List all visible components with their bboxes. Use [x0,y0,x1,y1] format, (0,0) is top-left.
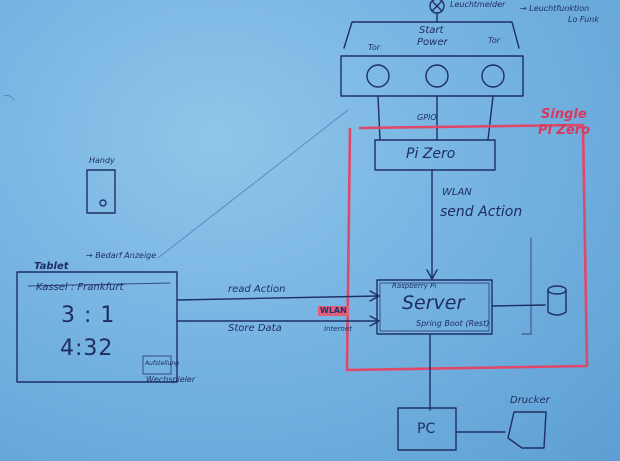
tablet-inner-box [142,355,172,375]
start-right-note-2: Lo Funk [568,15,599,24]
handy-phone-icon [86,169,116,214]
single-pi-title-line1: Single [541,107,587,122]
server-name: Server [402,292,465,314]
lamp-cross [431,0,443,12]
tablet-header-divider [27,282,171,287]
internet-label: Internet [324,325,352,333]
tablet-score: 3 : 1 [61,303,116,328]
server-small-label: Raspberry Pi [392,282,437,290]
gpio-line-right [487,95,494,141]
button-right-icon [481,64,505,88]
printer-icon [507,411,547,449]
start-title-line2: Power [417,37,448,48]
tablet-label: Tablet [34,261,69,272]
tablet-bottom-label: Wechspieler [146,375,196,384]
start-title-line1: Start [419,25,444,36]
start-left-label: Tor [368,43,381,52]
tablet-note: → Bedarf Anzeige [86,251,157,260]
server-sub-label: Spring Boot (Rest) [416,319,490,328]
pi-zero-box [374,139,496,171]
handy-button-icon [99,199,107,207]
store-data-arrow-head [369,315,380,327]
server-db-line [491,304,546,307]
store-data-label: Store Data [228,323,282,334]
margin-mark [3,95,15,101]
read-action-label: read Action [228,284,286,295]
single-pi-title-line2: Pi Zero [538,123,591,138]
server-box [376,279,493,335]
drucker-label: Drucker [510,395,550,406]
tablet-time: 4:32 [60,336,114,361]
gpio-line-left [377,95,381,141]
start-panel-top-outline [343,21,520,49]
database-icon [547,289,567,316]
start-right-note-1: → Leuchtfunktion [520,4,590,13]
wlan-badge: WLAN [318,306,349,316]
tablet-inner-box-label: Aufstellung [145,360,179,367]
wlan-label: WLAN [442,187,472,198]
pi-zero-label: Pi Zero [406,146,456,162]
start-panel-body [340,55,524,97]
db-bracket [521,237,532,335]
start-right-label: Tor [488,36,501,45]
read-action-line [177,295,379,301]
start-top-note: Leuchtmelder [450,0,506,9]
button-left-icon [366,64,390,88]
single-pi-zero-boundary [345,123,589,372]
tablet-teams: Kassel : Frankfurt [36,282,124,293]
handy-label: Handy [89,156,115,165]
button-center-icon [425,64,449,88]
pc-box [397,407,457,451]
tablet-to-panel-line [157,109,349,259]
wlan-arrow-head [426,269,438,280]
database-top [547,285,567,295]
read-action-arrow-head [369,290,380,302]
send-action-label: send Action [440,204,523,220]
server-box-inner [379,282,490,332]
tablet-device [16,271,178,383]
gpio-label: GPIO [417,113,437,122]
pc-label: PC [417,421,436,437]
